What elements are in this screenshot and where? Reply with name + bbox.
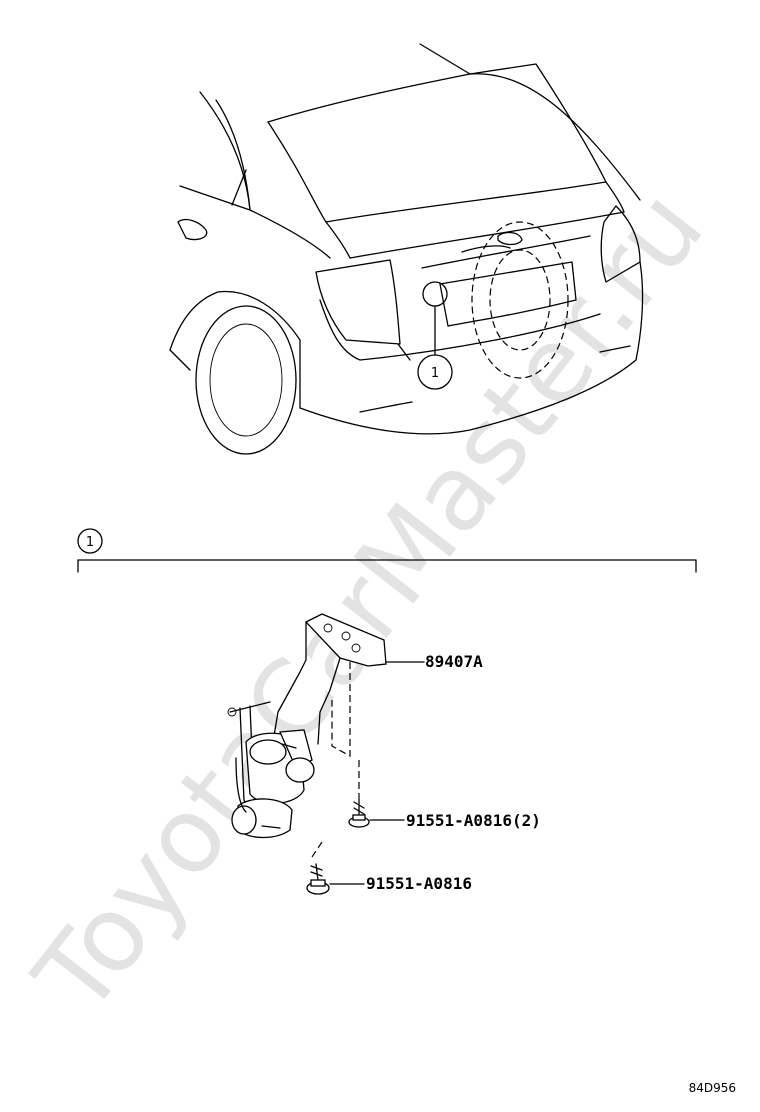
part-number-91551-a0816-2[interactable]: 91551-A0816(2) <box>406 811 541 830</box>
watermark-text: ToyotaCarMaster.ru <box>11 168 727 1036</box>
section-number: 1 <box>86 535 94 550</box>
part-number-89407a[interactable]: 89407A <box>425 652 483 671</box>
height-control-sensor-illustration <box>227 613 387 861</box>
part-number-91551-a0816[interactable]: 91551-A0816 <box>366 874 472 893</box>
diagram-code: 84D956 <box>689 1081 736 1095</box>
section-header: 1 <box>77 528 697 573</box>
bolt-icon <box>306 863 330 895</box>
callout-number: 1 <box>431 366 439 381</box>
callout-marker[interactable]: 1 <box>417 354 453 390</box>
bolt-icon <box>348 799 370 828</box>
car-rear-illustration <box>169 43 644 455</box>
